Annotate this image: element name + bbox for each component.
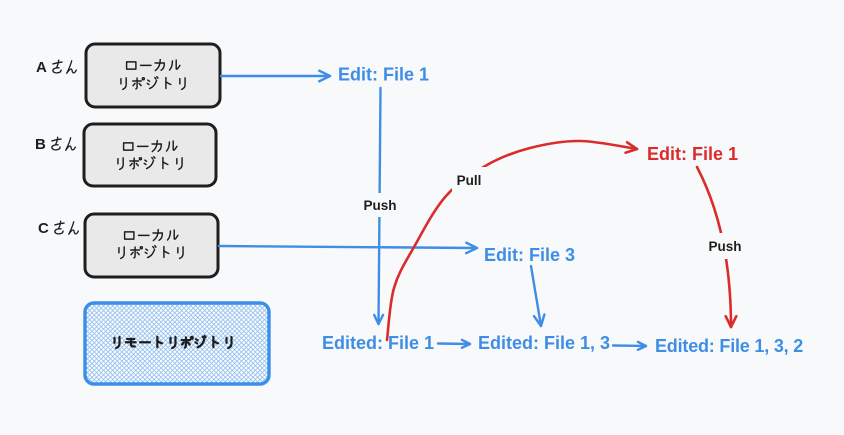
svg-text:B: B — [35, 136, 46, 153]
svg-text:Edit: File 1: Edit: File 1 — [338, 65, 429, 85]
svg-text:A: A — [36, 59, 47, 76]
svg-text:Edited: File 1, 3, 2: Edited: File 1, 3, 2 — [655, 336, 803, 356]
svg-text:C: C — [38, 220, 49, 237]
svg-text:Push: Push — [363, 198, 396, 213]
svg-text:Edited: File 1: Edited: File 1 — [322, 333, 434, 353]
svg-text:Edit: File 3: Edit: File 3 — [484, 245, 575, 265]
svg-text:Pull: Pull — [457, 173, 482, 188]
svg-text:Edit: File 1: Edit: File 1 — [647, 144, 738, 164]
svg-text:Push: Push — [708, 239, 741, 254]
svg-text:Edited: File 1, 3: Edited: File 1, 3 — [478, 333, 610, 353]
